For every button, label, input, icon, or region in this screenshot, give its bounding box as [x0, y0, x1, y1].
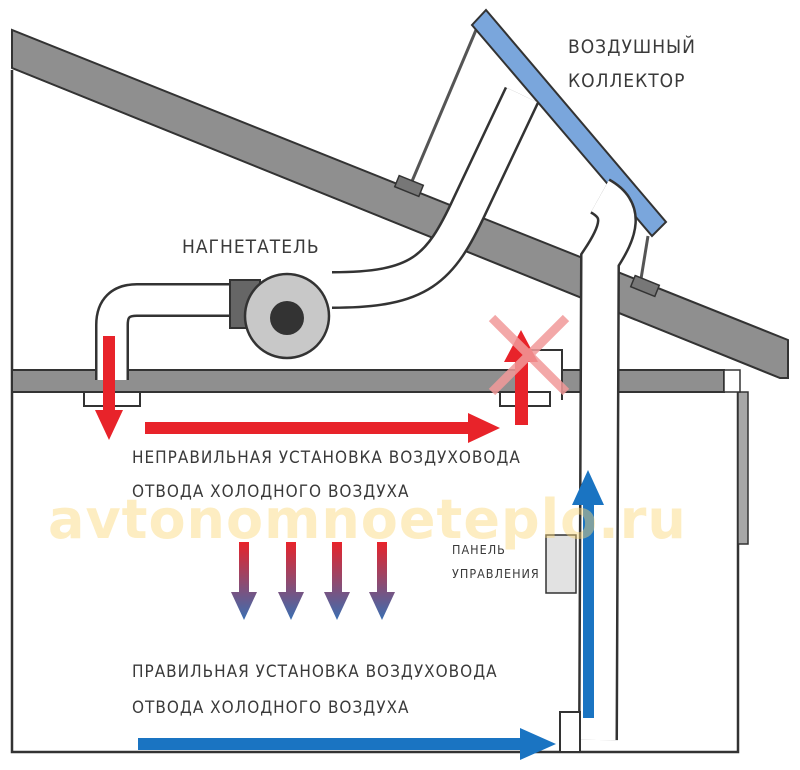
return-duct-outlet	[559, 711, 581, 753]
ceiling-slab-end	[723, 369, 741, 393]
collector-label-line2: КОЛЛЕКТОР	[568, 70, 686, 92]
wrong-cross-mark	[488, 314, 570, 396]
collector-support-rod	[408, 29, 478, 187]
panel-label-line1: ПАНЕЛЬ	[452, 542, 506, 557]
right-install-label-line1: ПРАВИЛЬНАЯ УСТАНОВКА ВОЗДУХОВОДА	[132, 662, 498, 682]
hot-arrow-right	[145, 413, 500, 443]
collector-support-rod-2	[638, 235, 650, 286]
collector-mount-2	[629, 274, 661, 298]
control-panel	[545, 534, 577, 594]
right-install-label-line2: ОТВОДА ХОЛОДНОГО ВОЗДУХА	[132, 698, 410, 718]
intake-duct-inner	[97, 285, 240, 380]
panel-label-line2: УПРАВЛЕНИЯ	[452, 566, 540, 581]
wrong-install-label-line1: НЕПРАВИЛЬНАЯ УСТАНОВКА ВОЗДУХОВОДА	[132, 448, 521, 468]
cold-arrow-up	[572, 470, 604, 718]
roof-underside-line	[11, 67, 781, 379]
collector-label-line1: ВОЗДУШНЫЙ	[568, 36, 696, 58]
blower-hub	[270, 301, 304, 335]
air-collector-panel	[470, 8, 668, 238]
right-room-wall	[737, 391, 749, 545]
watermark: avtonomnoeteplo.ru	[48, 488, 687, 551]
hot-arrow-down	[95, 336, 123, 440]
supply-duct-inner	[331, 87, 537, 307]
cooling-arrows	[231, 542, 395, 620]
collector-mount	[393, 174, 425, 198]
cold-arrow-right	[138, 728, 556, 760]
blower-label: НАГНЕТАТЕЛЬ	[182, 236, 320, 258]
return-duct-inner	[580, 180, 635, 741]
wrong-install-label-line2: ОТВОДА ХОЛОДНОГО ВОЗДУХА	[132, 482, 410, 502]
